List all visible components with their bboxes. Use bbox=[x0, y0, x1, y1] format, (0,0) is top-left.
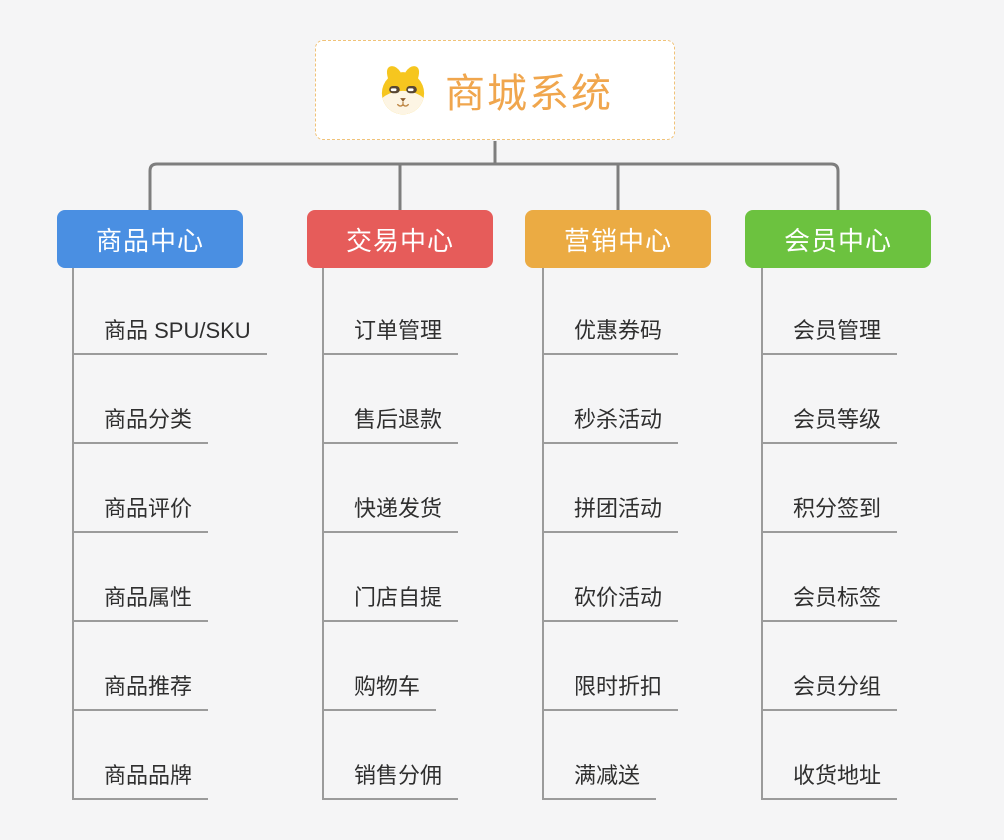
leaf-node[interactable]: 满减送 bbox=[542, 763, 657, 800]
leaf-node[interactable]: 秒杀活动 bbox=[542, 407, 679, 444]
leaf-node[interactable]: 优惠券码 bbox=[542, 318, 679, 355]
leaf-node[interactable]: 拼团活动 bbox=[542, 496, 679, 533]
trunk-line bbox=[761, 268, 763, 800]
leaf-node[interactable]: 销售分佣 bbox=[322, 763, 459, 800]
leaf-node[interactable]: 积分签到 bbox=[761, 496, 898, 533]
trunk-line bbox=[322, 268, 324, 800]
branch-children-trade-center: 订单管理 售后退款 快递发货 门店自提 购物车 销售分佣 bbox=[322, 268, 562, 802]
leaf-node[interactable]: 商品 SPU/SKU bbox=[72, 318, 267, 355]
trunk-line bbox=[72, 268, 74, 800]
branch-node-product-center[interactable]: 商品中心 bbox=[57, 210, 243, 268]
leaf-node[interactable]: 售后退款 bbox=[322, 407, 459, 444]
branch-node-trade-center[interactable]: 交易中心 bbox=[307, 210, 493, 268]
leaf-node[interactable]: 商品属性 bbox=[72, 585, 209, 622]
branch-label: 商品中心 bbox=[95, 225, 204, 256]
leaf-node[interactable]: 商品品牌 bbox=[72, 763, 209, 800]
root-node[interactable]: 商城系统 bbox=[315, 40, 675, 140]
leaf-node[interactable]: 门店自提 bbox=[322, 585, 459, 622]
leaf-node[interactable]: 收货地址 bbox=[761, 763, 898, 800]
leaf-node[interactable]: 会员标签 bbox=[761, 585, 898, 622]
leaf-node[interactable]: 会员分组 bbox=[761, 674, 898, 711]
branch-children-product-center: 商品 SPU/SKU 商品分类 商品评价 商品属性 商品推荐 商品品牌 bbox=[72, 268, 312, 802]
leaf-node[interactable]: 订单管理 bbox=[322, 318, 459, 355]
root-title: 商城系统 bbox=[445, 72, 613, 116]
branch-node-marketing-center[interactable]: 营销中心 bbox=[525, 210, 711, 268]
leaf-node[interactable]: 限时折扣 bbox=[542, 674, 679, 711]
leaf-node[interactable]: 购物车 bbox=[322, 674, 437, 711]
branch-label: 交易中心 bbox=[345, 225, 454, 256]
leaf-node[interactable]: 会员管理 bbox=[761, 318, 898, 355]
trunk-line bbox=[542, 268, 544, 800]
branch-node-member-center[interactable]: 会员中心 bbox=[745, 210, 931, 268]
dog-face-icon bbox=[377, 64, 429, 116]
leaf-node[interactable]: 商品推荐 bbox=[72, 674, 209, 711]
leaf-node[interactable]: 快递发货 bbox=[322, 496, 459, 533]
leaf-node[interactable]: 商品分类 bbox=[72, 407, 209, 444]
branch-children-marketing-center: 优惠券码 秒杀活动 拼团活动 砍价活动 限时折扣 满减送 bbox=[542, 268, 782, 802]
branch-label: 营销中心 bbox=[563, 225, 672, 256]
leaf-node[interactable]: 商品评价 bbox=[72, 496, 209, 533]
leaf-node[interactable]: 砍价活动 bbox=[542, 585, 679, 622]
leaf-node[interactable]: 会员等级 bbox=[761, 407, 898, 444]
branch-children-member-center: 会员管理 会员等级 积分签到 会员标签 会员分组 收货地址 bbox=[761, 268, 1001, 802]
branch-label: 会员中心 bbox=[783, 225, 892, 256]
